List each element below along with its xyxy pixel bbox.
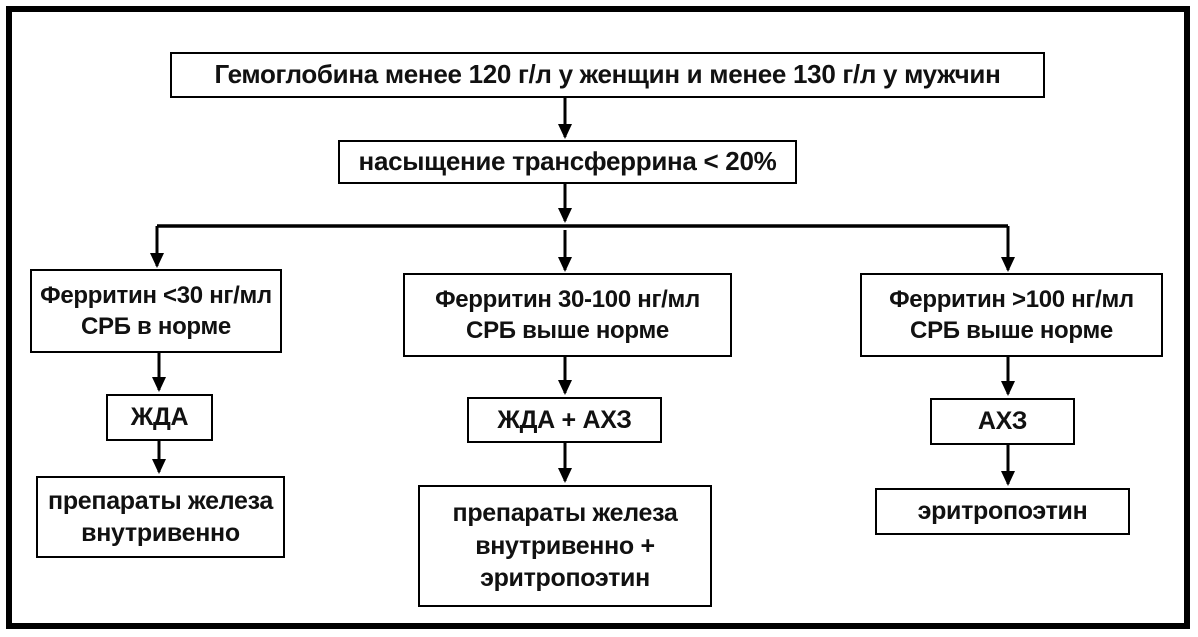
node-treatment-iron-iv: препараты железа внутривенно <box>36 476 285 558</box>
node-diagnosis-ahz: АХЗ <box>930 398 1075 445</box>
node-branch-left-condition-line2: СРБ в норме <box>81 313 231 340</box>
node-diagnosis-zhda-ahz: ЖДА + АХЗ <box>467 397 662 443</box>
node-branch-right-condition-line2: СРБ выше норме <box>910 317 1113 344</box>
node-treatment-iron-iv-line2: внутривенно <box>81 519 240 547</box>
node-treatment-iron-iv-epo-line3: эритропоэтин <box>480 564 650 593</box>
node-diagnosis-zhda-ahz-label: ЖДА + АХЗ <box>497 405 632 434</box>
node-transferrin-saturation-label: насыщение трансферрина < 20% <box>358 146 777 177</box>
node-treatment-iron-iv-line1: препараты железа <box>48 486 273 515</box>
node-diagnosis-zhda-label: ЖДА <box>130 403 189 432</box>
node-branch-right-condition: Ферритин >100 нг/мл СРБ выше норме <box>860 273 1163 357</box>
node-branch-middle-condition-line2: СРБ выше норме <box>466 317 669 344</box>
node-branch-right-condition-line1: Ферритин >100 нг/мл <box>889 285 1134 313</box>
node-hemoglobin-criteria-label: Гемоглобина менее 120 г/л у женщин и мен… <box>214 59 1001 90</box>
node-branch-left-condition: Ферритин <30 нг/мл СРБ в норме <box>30 269 282 353</box>
node-treatment-iron-iv-epo: препараты железа внутривенно + эритропоэ… <box>418 485 712 607</box>
node-hemoglobin-criteria: Гемоглобина менее 120 г/л у женщин и мен… <box>170 52 1045 98</box>
node-treatment-epo: эритропоэтин <box>875 488 1130 535</box>
node-transferrin-saturation: насыщение трансферрина < 20% <box>338 140 797 184</box>
node-treatment-iron-iv-epo-line1: препараты железа <box>452 499 678 528</box>
node-branch-middle-condition-line1: Ферритин 30-100 нг/мл <box>435 285 700 313</box>
node-treatment-epo-label: эритропоэтин <box>917 497 1088 526</box>
node-diagnosis-ahz-label: АХЗ <box>977 407 1028 436</box>
node-diagnosis-zhda: ЖДА <box>106 394 213 441</box>
node-branch-middle-condition: Ферритин 30-100 нг/мл СРБ выше норме <box>403 273 732 357</box>
node-branch-left-condition-line1: Ферритин <30 нг/мл <box>40 281 272 309</box>
node-treatment-iron-iv-epo-line2: внутривенно + <box>475 531 655 560</box>
